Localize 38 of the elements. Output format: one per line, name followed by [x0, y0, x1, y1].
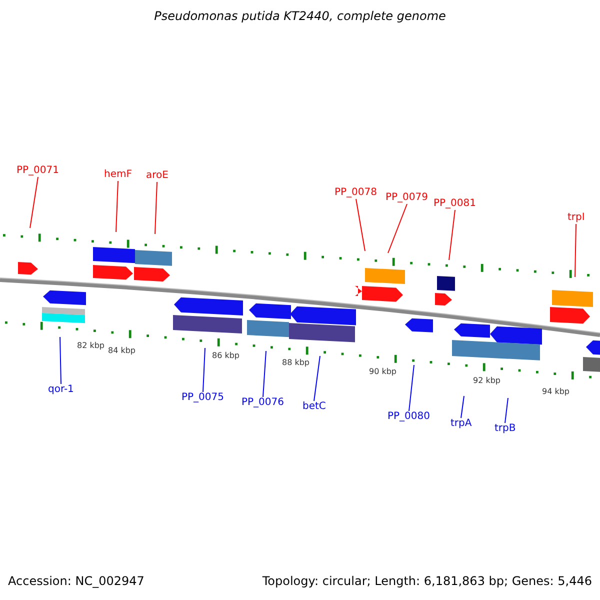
- leader-line: [388, 204, 408, 254]
- gene-label: PP_0076: [242, 398, 284, 408]
- gene-label: qor-1: [48, 385, 74, 395]
- genome-title: Pseudomonas putida KT2440, complete genome: [153, 10, 447, 22]
- genome-summary-text: Topology: circular; Length: 6,181,863 bp; Genes: 5,446: [262, 575, 592, 587]
- gene-label: PP_0071: [16, 166, 60, 176]
- accession-text: Accession: NC_002947: [8, 575, 144, 587]
- scale-label: 88 kbp: [282, 359, 310, 367]
- leader-line: [356, 198, 366, 252]
- scale-label: 86 kbp: [212, 352, 240, 360]
- gene-label: trpB: [494, 424, 516, 434]
- scale-label: 92 kbp: [473, 377, 501, 385]
- leader-line: [60, 336, 62, 384]
- gene-label: trpA: [450, 419, 472, 429]
- gene-label: betC: [302, 402, 326, 412]
- leader-line: [116, 180, 118, 232]
- leader-line: [460, 396, 464, 418]
- gene-label: PP_0079: [386, 193, 428, 203]
- gene-label: PP_0080: [388, 412, 430, 422]
- leader-line: [504, 398, 508, 424]
- leader-line: [262, 350, 266, 398]
- gene-label: aroE: [146, 171, 168, 181]
- gene-label: PP_0081: [434, 199, 476, 209]
- scale-label: 84 kbp: [108, 347, 136, 355]
- gene-label: hemF: [104, 170, 132, 180]
- scale-label: 94 kbp: [542, 388, 570, 396]
- leader-line: [202, 348, 206, 392]
- scale-label: 90 kbp: [369, 368, 397, 376]
- leader-line: [408, 364, 414, 412]
- leader-line: [314, 356, 320, 402]
- leader-line: [30, 176, 38, 228]
- gene-label: PP_0078: [334, 188, 378, 198]
- gene-label: trpI: [568, 213, 585, 223]
- leader-line: [154, 182, 158, 234]
- leader-line: [574, 224, 576, 278]
- leader-line: [448, 210, 456, 260]
- gene-label: PP_0075: [182, 393, 224, 403]
- scale-label: 82 kbp: [77, 342, 105, 350]
